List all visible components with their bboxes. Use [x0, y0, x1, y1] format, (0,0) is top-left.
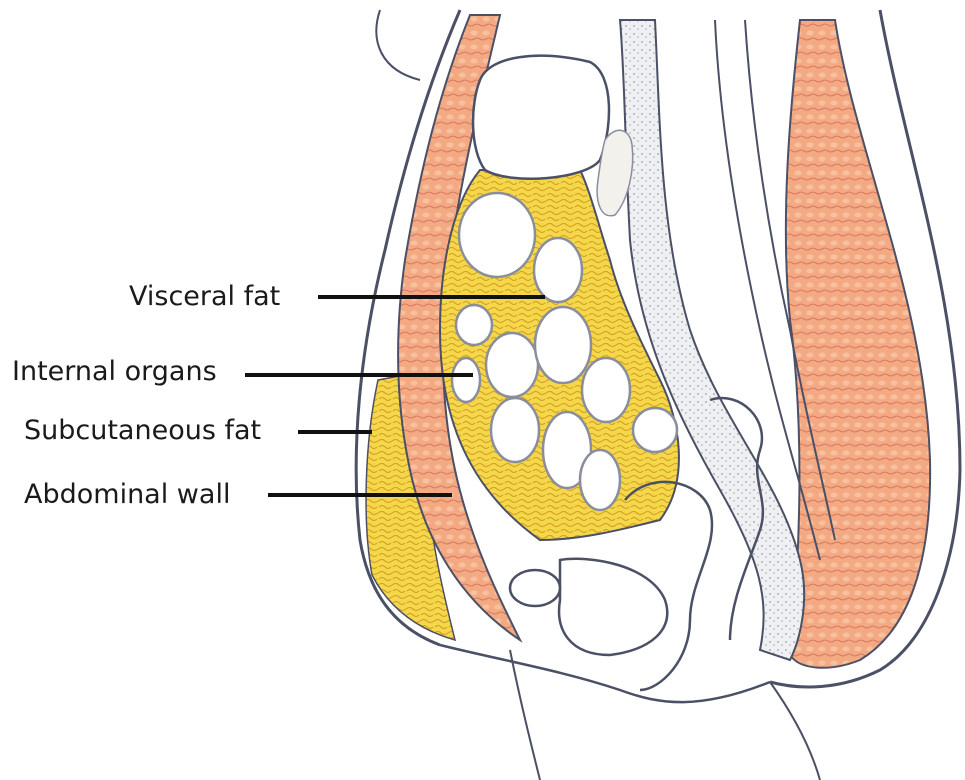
- spine: [620, 20, 804, 660]
- stomach: [473, 56, 609, 179]
- leg-outline: [510, 650, 540, 780]
- subcutaneous-fat-label: Subcutaneous fat: [24, 417, 261, 444]
- bladder: [559, 559, 667, 655]
- internal-organs-label: Internal organs: [12, 358, 217, 385]
- leg-outline-2: [770, 682, 820, 780]
- pubic-bone: [510, 570, 560, 606]
- back-muscle: [786, 20, 930, 668]
- navel-fold: [376, 10, 420, 80]
- visceral-fat-label: Visceral fat: [129, 283, 280, 310]
- abdominal-wall-label: Abdominal wall: [24, 481, 230, 508]
